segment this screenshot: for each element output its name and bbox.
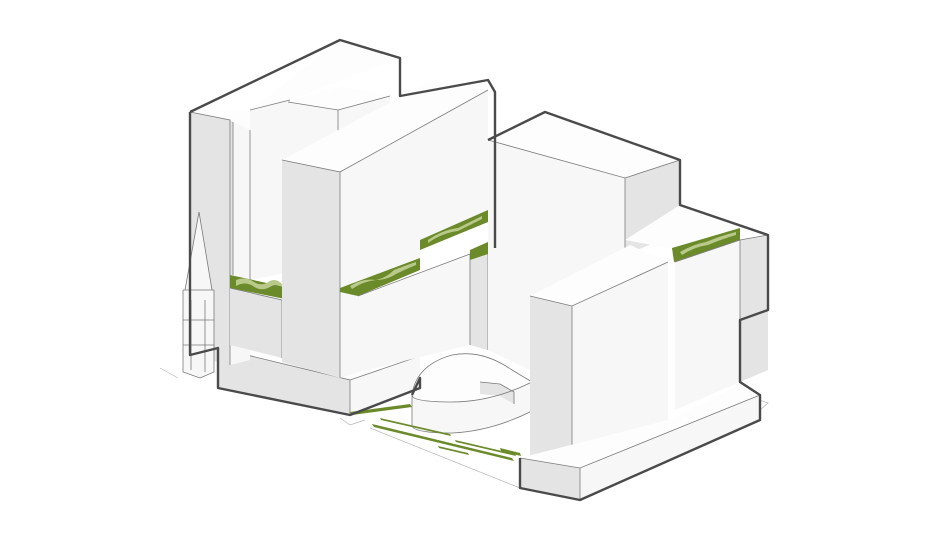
tower-center [281, 80, 489, 378]
green-roof-left [229, 275, 290, 358]
right-back-wing [625, 205, 769, 410]
ground-lines [159, 367, 769, 489]
tower-right-back [487, 112, 681, 370]
green-roof-center [340, 210, 488, 296]
green-plaza [350, 404, 521, 461]
right-podium [519, 385, 761, 500]
center-podium [357, 242, 489, 372]
tower-left-tall [189, 40, 400, 365]
tower-right-front [529, 245, 669, 470]
oval-pavilion [411, 353, 533, 434]
site-outline [188, 38, 770, 502]
